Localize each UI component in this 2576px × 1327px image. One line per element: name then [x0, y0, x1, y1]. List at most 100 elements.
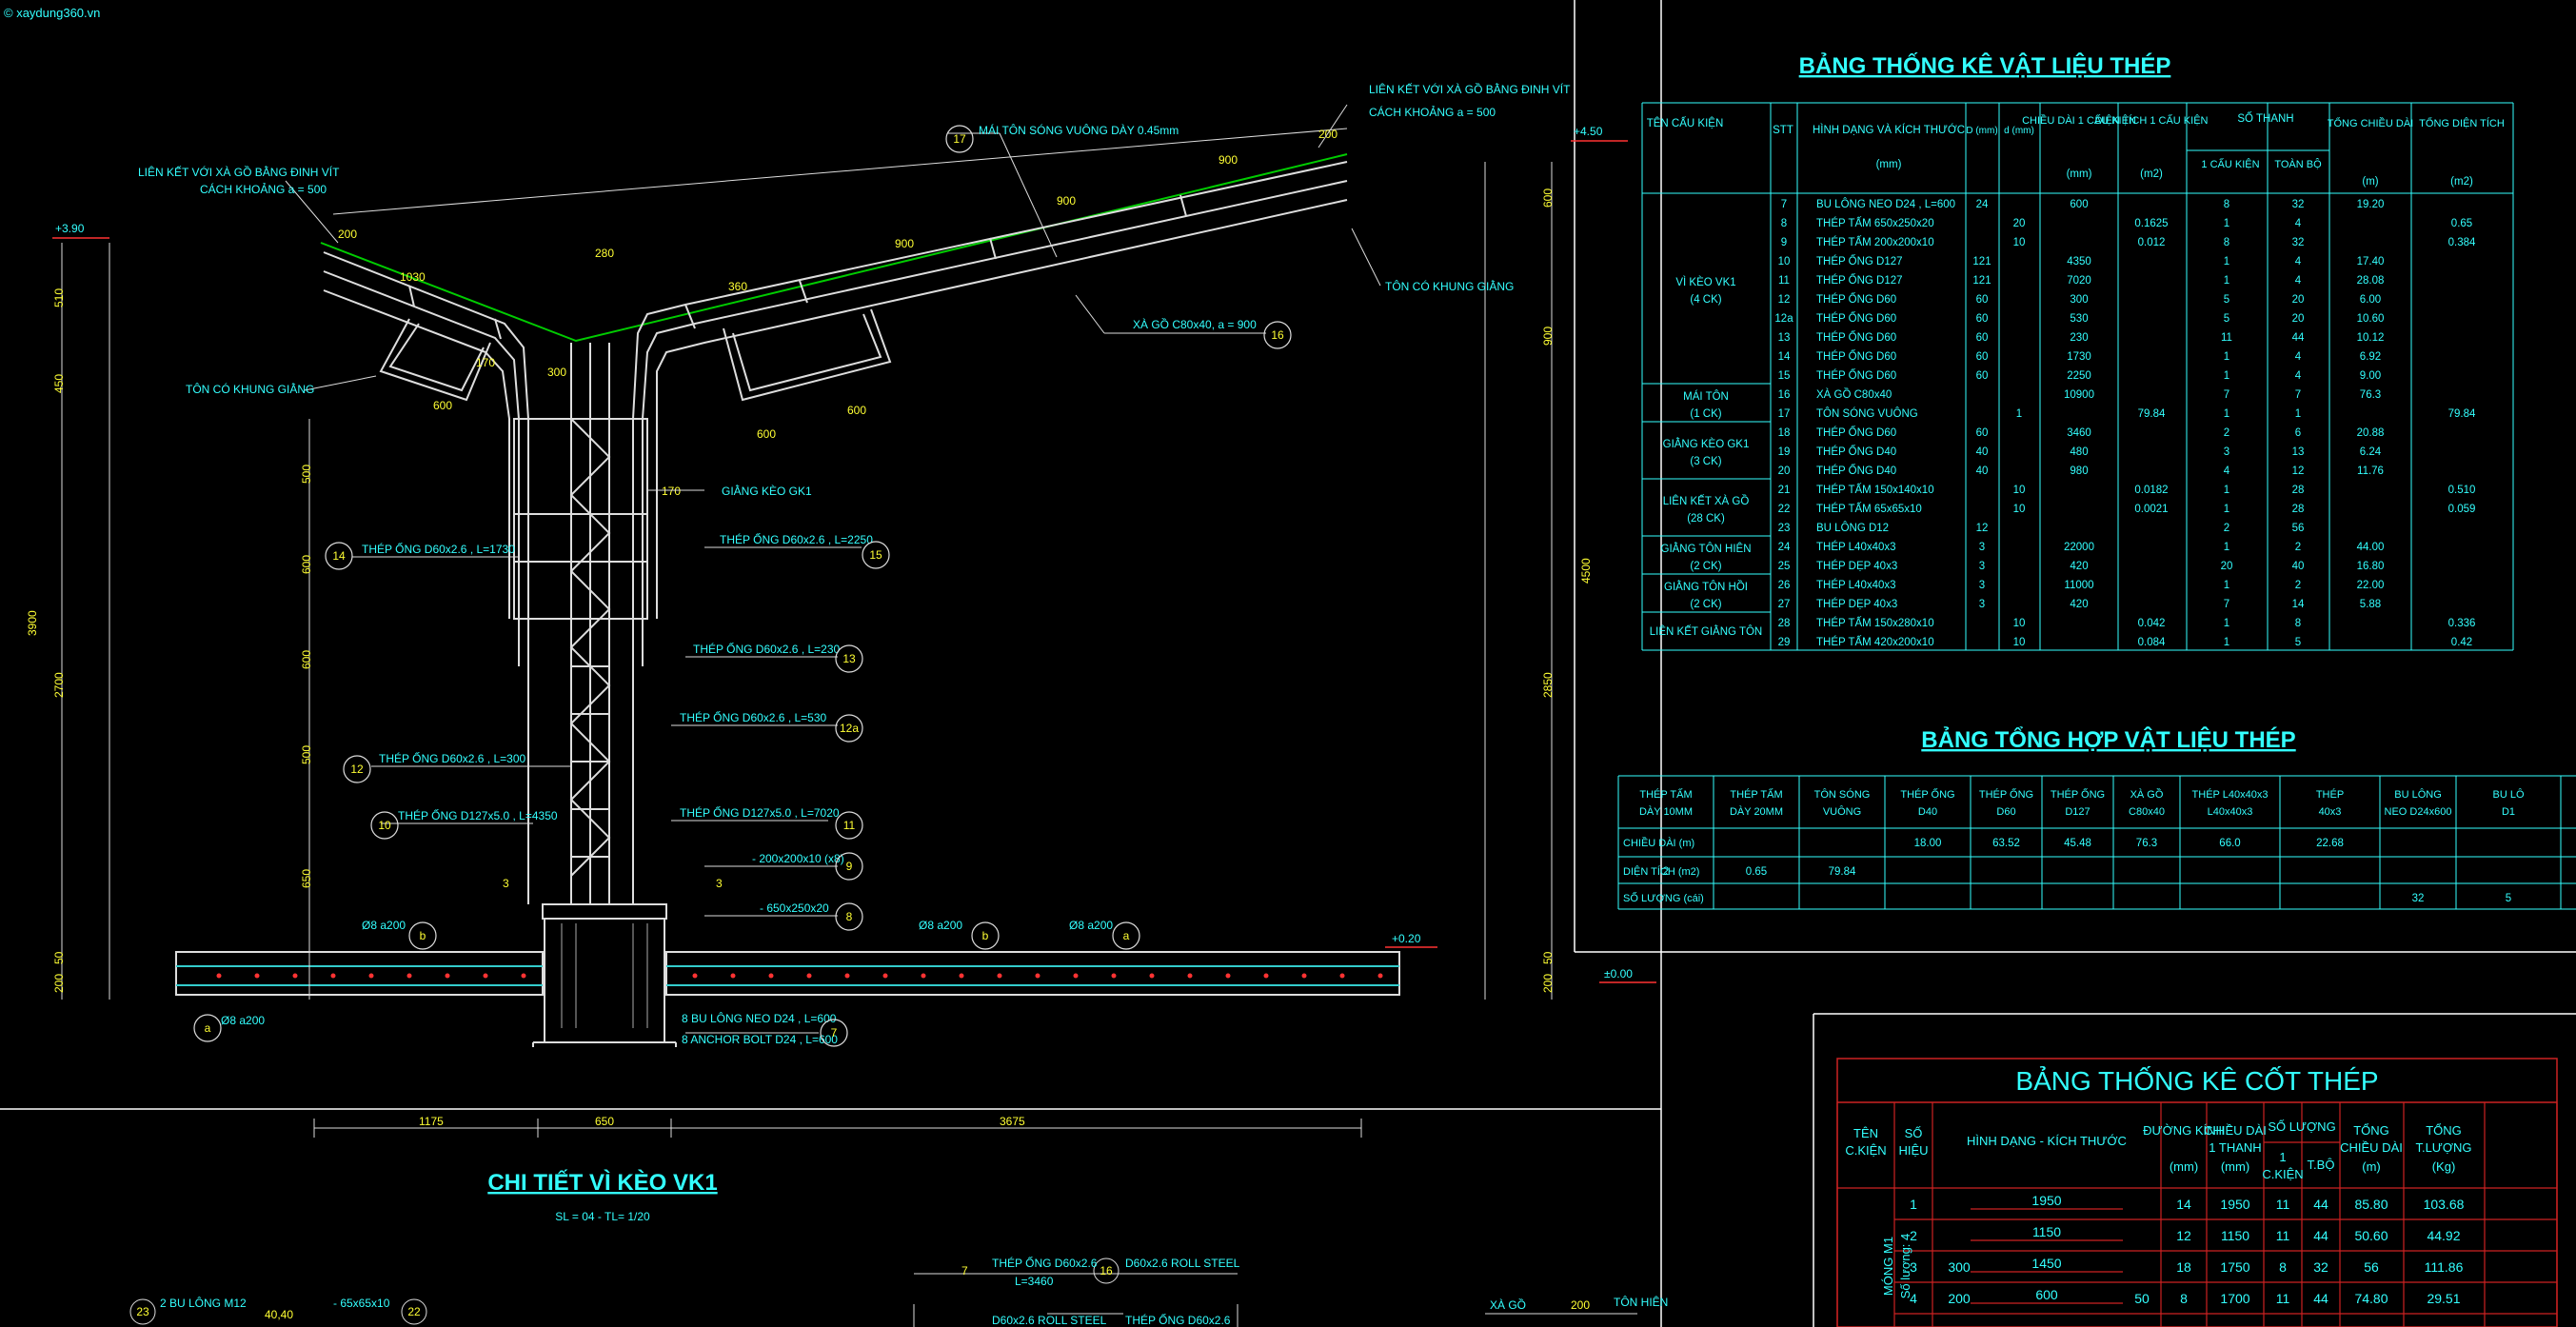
t1-stt: 16: [1778, 389, 1791, 401]
note-p12: THÉP ỐNG D60x2.6 , L=300: [379, 751, 526, 765]
note-rebar: Ø8 a200: [362, 919, 406, 932]
t3-shape: 600: [2035, 1287, 2058, 1302]
t1-value: 5.88: [2360, 599, 2381, 610]
t2-value: 0.65: [1746, 866, 1767, 878]
t1-stt: 14: [1778, 351, 1791, 363]
t2-value: 79.84: [1829, 866, 1856, 878]
bottom-label: 40,40: [265, 1308, 293, 1321]
t1-value: 28: [2292, 504, 2305, 515]
t3-tb: 44: [2313, 1291, 2328, 1306]
leader-lines: [285, 104, 1381, 1034]
t1-value: 1: [2224, 637, 2229, 648]
t1-shape: THÉP TẤM 420x200x10: [1816, 636, 1934, 648]
t1-value: 4350: [2067, 256, 2091, 267]
dim-bottom: 650: [595, 1115, 614, 1128]
t1-value: 5: [2295, 637, 2301, 648]
t1-shape: THÉP ỐNG D60: [1816, 330, 1896, 344]
note-roof: MÁI TÔN SÓNG VUÔNG DÀY 0.45mm: [979, 123, 1179, 137]
t3-group-qty: Số lượng: 4: [1898, 1234, 1912, 1299]
t1-header: TỔNG DIỆN TÍCH: [2419, 117, 2505, 129]
t1-value: 44: [2292, 332, 2305, 344]
t1-value: 1: [2224, 542, 2229, 553]
t1-value: 1730: [2067, 351, 2091, 363]
t2-row-label: DIỆN TÍCH (m2): [1623, 865, 1699, 878]
t1-stt: 28: [1778, 618, 1791, 629]
level-markers: +3.90 +4.50 +0.20 ±0.00: [52, 125, 1656, 983]
t1-value: 17.40: [2357, 256, 2385, 267]
table-steel-summary: BẢNG TỔNG HỢP VẬT LIỆU THÉP THÉP TẤMDÀY …: [1617, 725, 2576, 910]
t2-col-header: D1: [2502, 806, 2515, 818]
level-top-left: +3.90: [55, 222, 85, 235]
t1-header: DIỆN TÍCH 1 CẤU KIỆN: [2095, 114, 2209, 127]
dim-mid: 600: [433, 399, 452, 412]
t1-value: 4: [2295, 351, 2302, 363]
dim-left: 450: [52, 374, 66, 393]
t3-tcd: 85.80: [2354, 1197, 2388, 1212]
foundation: [532, 903, 677, 1047]
t2-col-header: NEO D24x600: [2385, 806, 2452, 818]
t1-value: 10900: [2064, 389, 2094, 401]
t2-row-label: CHIỀU DÀI (m): [1623, 837, 1694, 849]
level-ground: +0.20: [1392, 932, 1421, 945]
t1-value: 121: [1972, 275, 1991, 287]
t3-ck: 11: [2276, 1291, 2290, 1306]
t3-header: 1: [2279, 1150, 2286, 1164]
bottom-label: L=3460: [1015, 1275, 1054, 1288]
t3-header: (mm): [2170, 1159, 2198, 1174]
bottom-callout: 7: [961, 1264, 968, 1277]
bottom-label: XÀ GỒ: [1490, 1297, 1526, 1312]
t1-shape: THÉP ỐNG D60: [1816, 349, 1896, 363]
t1-value: 11: [2221, 332, 2232, 344]
table2-title: BẢNG TỔNG HỢP VẬT LIỆU THÉP: [1921, 725, 2295, 753]
t2-value: 45.48: [2064, 838, 2091, 849]
dim-right: 2850: [1541, 672, 1555, 698]
table1-title: BẢNG THỐNG KÊ VẬT LIỆU THÉP: [1799, 51, 2171, 79]
t3-dia: 8: [2180, 1291, 2188, 1306]
t1-value: 79.84: [2138, 408, 2166, 420]
t1-value: 0.336: [2448, 618, 2476, 629]
t2-value: 76.3: [2136, 838, 2157, 849]
t3-len: 1750: [2220, 1259, 2249, 1275]
t3-header: CHIỀU DÀI: [2340, 1140, 2403, 1155]
t3-header: T.LƯỢNG: [2415, 1140, 2471, 1155]
note-lk-right-2: CÁCH KHOẢNG a = 500: [1369, 105, 1496, 119]
callout: 9: [846, 860, 853, 873]
t1-value: 40: [2292, 561, 2305, 572]
t1-value: 3: [1979, 561, 1985, 572]
t1-value: 4: [2295, 370, 2302, 382]
t2-col-header: BU LÔ: [2492, 788, 2524, 801]
table1-cells: TÊN CẤU KIỆN STT HÌNH DẠNG VÀ KÍCH THƯỚC…: [1647, 111, 2505, 648]
bottom-label: THÉP ỐNG D60x2.6: [992, 1256, 1098, 1270]
t2-col-header: DÀY 10MM: [1639, 805, 1693, 818]
bottom-label: THÉP ỐNG D60x2.6: [1125, 1313, 1231, 1327]
t1-group-qty: (4 CK): [1690, 294, 1721, 306]
t1-value: 11000: [2064, 580, 2093, 591]
t1-value: 8: [2224, 199, 2229, 210]
t1-value: 3460: [2067, 427, 2091, 439]
t1-value: 3: [1979, 580, 1985, 591]
t1-shape: THÉP DẸP 40x3: [1816, 598, 1897, 610]
t3-len: 1150: [2221, 1228, 2249, 1243]
t1-stt: 24: [1778, 542, 1791, 553]
t1-shape: BU LÔNG D12: [1816, 522, 1889, 534]
t1-value: 1: [2224, 580, 2229, 591]
dim-bottom: 3675: [1000, 1115, 1025, 1128]
dim-top: 200: [338, 228, 357, 241]
table3-grid: [1836, 1102, 2558, 1327]
t3-tcd: 50.60: [2354, 1228, 2388, 1243]
t1-shape: THÉP ỐNG D60: [1816, 311, 1896, 325]
callout: 7: [831, 1026, 838, 1040]
t1-value: 1: [2224, 504, 2229, 515]
t1-value: 20.88: [2357, 427, 2385, 439]
t1-value: 40: [1976, 465, 1989, 477]
t1-value: 0.42: [2451, 637, 2472, 648]
dim-top: 200: [1318, 128, 1338, 141]
t3-len: 1700: [2220, 1291, 2249, 1306]
t1-value: 8: [2224, 237, 2229, 248]
bottom-detail-texts: 2 BU LÔNG M12 40,40 - 65x65x10 THÉP ỐNG …: [136, 1256, 1668, 1327]
dim-left: 200: [52, 974, 66, 993]
t1-shape: THÉP TẤM 200x200x10: [1816, 236, 1934, 248]
t3-header: ĐƯỜNG KÍNH: [2143, 1123, 2225, 1138]
t1-value: 16.80: [2357, 561, 2385, 572]
